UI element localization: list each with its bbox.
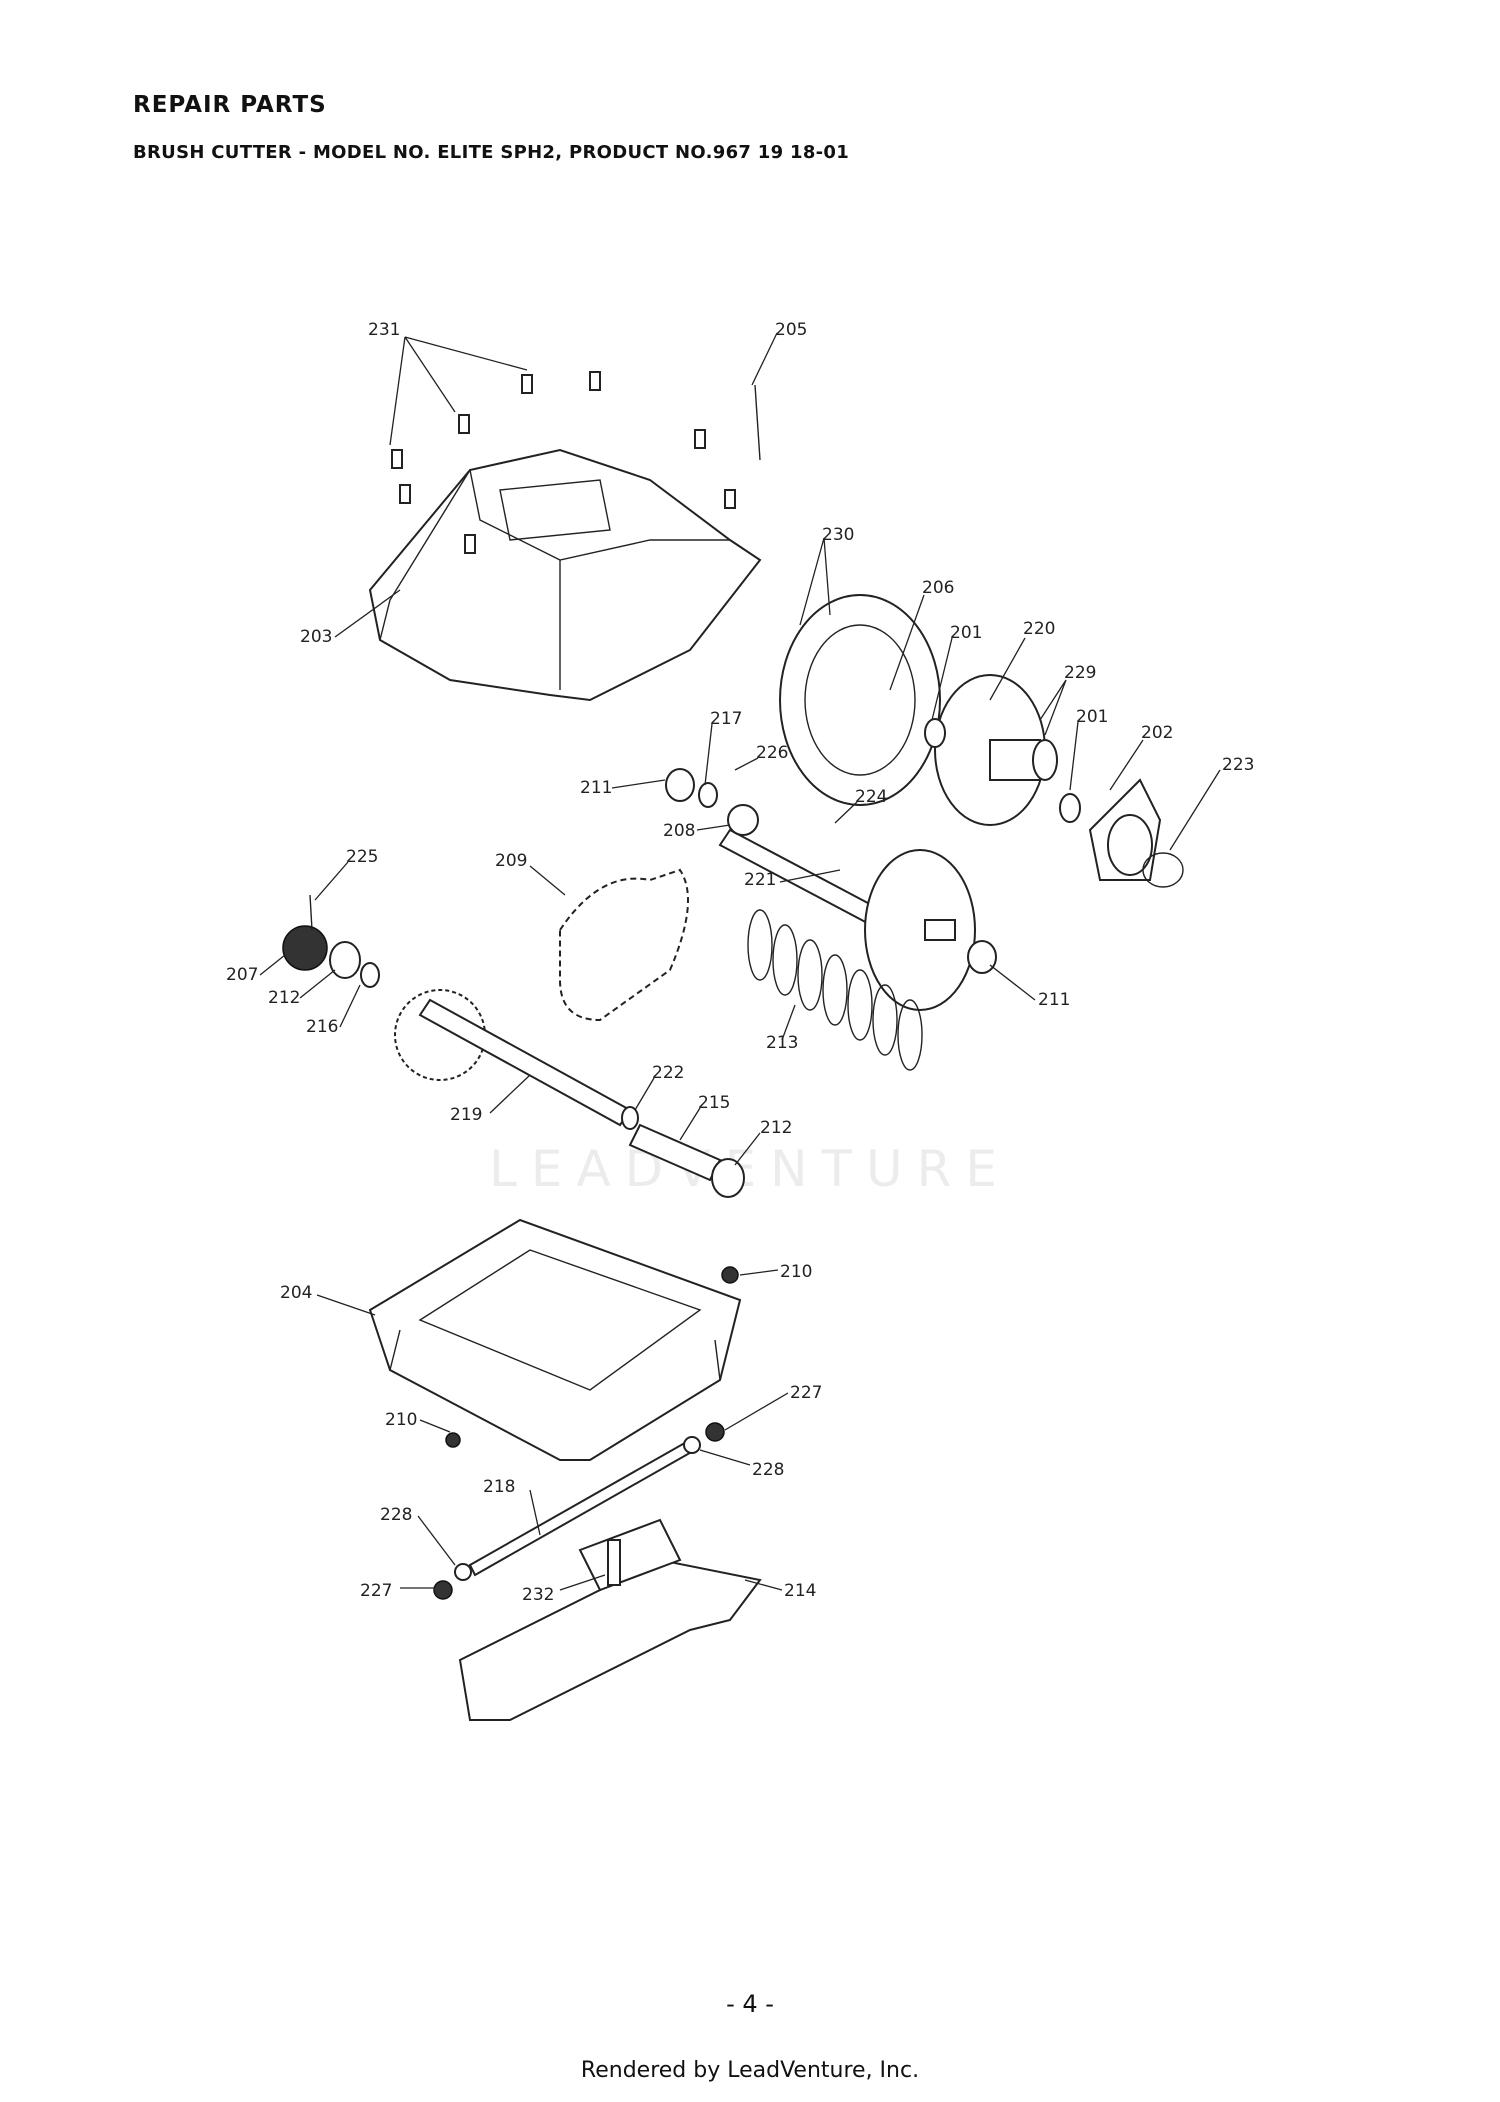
handle-bracket [458, 1518, 762, 1721]
bearing-housing [1088, 778, 1162, 881]
part-label: 210 [385, 1410, 417, 1430]
spring [747, 909, 923, 1071]
part-label: 211 [1038, 990, 1070, 1010]
bushing [698, 782, 718, 808]
part-label: 201 [1076, 707, 1108, 727]
drive-chain [559, 868, 689, 1022]
screws [391, 371, 736, 554]
part-label: 217 [710, 709, 742, 729]
part-label: 227 [790, 1383, 822, 1403]
bearing [967, 940, 997, 974]
washer [454, 1563, 472, 1581]
bearing [711, 1158, 745, 1198]
bearing [329, 941, 361, 979]
part-labels: 231 205 230 206 201 220 229 201 202 223 … [226, 320, 1254, 1605]
part-label: 228 [752, 1460, 784, 1480]
main-shaft [418, 998, 632, 1127]
part-label: 229 [1064, 663, 1096, 683]
snap-ring [1142, 852, 1184, 888]
render-credit: Rendered by LeadVenture, Inc. [580, 2058, 920, 2083]
part-label: 211 [580, 778, 612, 798]
part-label: 203 [300, 627, 332, 647]
part-label: 207 [226, 965, 258, 985]
part-label: 226 [756, 743, 788, 763]
part-label: 218 [483, 1477, 515, 1497]
washer [1059, 793, 1081, 823]
part-label: 230 [822, 525, 854, 545]
part-label: 202 [1141, 723, 1173, 743]
pulley [779, 594, 941, 806]
part-label: 212 [268, 988, 300, 1008]
part-label: 201 [950, 623, 982, 643]
upper-housing [368, 448, 762, 702]
part-label: 215 [698, 1093, 730, 1113]
part-label: 209 [495, 851, 527, 871]
drive-plate [934, 674, 1058, 826]
page-subtitle: BRUSH CUTTER - MODEL NO. ELITE SPH2, PRO… [133, 142, 850, 163]
part-label: 227 [360, 1581, 392, 1601]
washer [683, 1436, 701, 1454]
part-label: 232 [522, 1585, 554, 1605]
part-label: 223 [1222, 755, 1254, 775]
pin [754, 384, 761, 461]
bushing [360, 962, 380, 988]
page-title: REPAIR PARTS [133, 92, 327, 118]
nut [445, 1432, 461, 1448]
nut [433, 1580, 453, 1600]
part-label: 222 [652, 1063, 684, 1083]
part-label: 219 [450, 1105, 482, 1125]
part-label: 228 [380, 1505, 412, 1525]
washer [924, 718, 946, 748]
part-label: 205 [775, 320, 807, 340]
drive-shaft [718, 828, 976, 1011]
part-label: 214 [784, 1581, 816, 1601]
leader-lines [259, 332, 1221, 1591]
part-label: 204 [280, 1283, 312, 1303]
bearing [665, 768, 695, 802]
small-sprocket [727, 804, 759, 836]
retaining-ring [621, 1106, 639, 1130]
page-number: - 4 - [726, 1990, 774, 2018]
part-label: 220 [1023, 619, 1055, 639]
part-label: 208 [663, 821, 695, 841]
part-label: 212 [760, 1118, 792, 1138]
nut [705, 1422, 725, 1442]
part-label: 213 [766, 1033, 798, 1053]
key [309, 894, 313, 931]
sleeve [628, 1123, 722, 1182]
part-label: 231 [368, 320, 400, 340]
nut [721, 1266, 739, 1284]
exploded-parts-diagram: 231 205 230 206 201 220 229 201 202 223 … [226, 320, 1254, 1721]
part-label: 224 [855, 787, 887, 807]
part-label: 206 [922, 578, 954, 598]
part-label: 216 [306, 1017, 338, 1037]
lower-housing [368, 1218, 742, 1461]
part-label: 210 [780, 1262, 812, 1282]
part-label: 221 [744, 870, 776, 890]
part-label: 225 [346, 847, 378, 867]
sprocket [282, 925, 328, 971]
